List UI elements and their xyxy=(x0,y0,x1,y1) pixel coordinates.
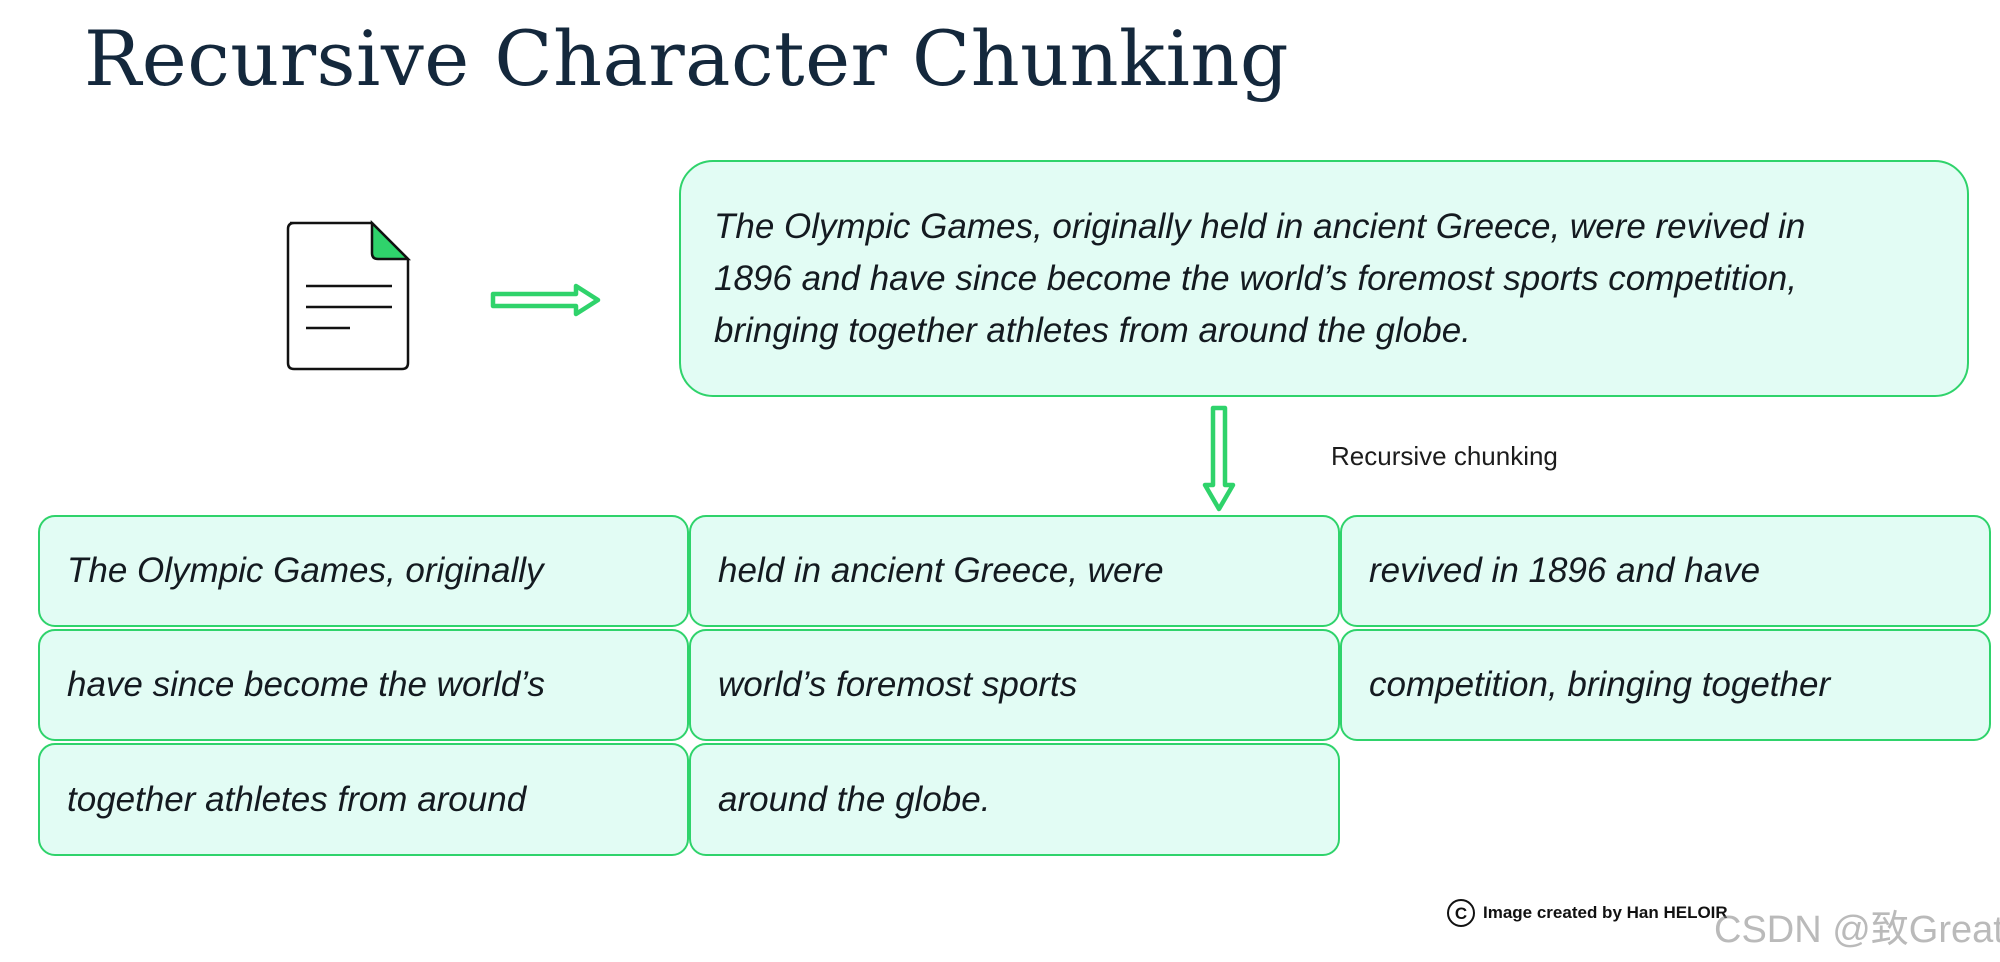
chunk-box: competition, bringing together xyxy=(1340,629,1991,741)
chunk-box: around the globe. xyxy=(689,743,1340,856)
chunk-box: have since become the world’s xyxy=(38,629,689,741)
source-text-line: The Olympic Games, originally held in an… xyxy=(714,207,1806,246)
image-credit: C Image created by Han HELOIR xyxy=(1447,899,1728,927)
source-text-line: bringing together athletes from around t… xyxy=(714,311,1471,350)
chunk-box: world’s foremost sports xyxy=(689,629,1340,741)
source-text-box: The Olympic Games, originally held in an… xyxy=(679,160,1969,397)
chunk-box: together athletes from around xyxy=(38,743,689,856)
arrow-right-icon xyxy=(490,283,601,317)
arrow-down-icon xyxy=(1202,405,1236,512)
page-title: Recursive Character Chunking xyxy=(84,14,1289,103)
chunk-box: The Olympic Games, originally xyxy=(38,515,689,627)
credit-text: Image created by Han HELOIR xyxy=(1483,903,1728,922)
source-text-line: 1896 and have since become the world’s f… xyxy=(714,259,1798,298)
document-icon xyxy=(286,219,412,371)
copyright-icon: C xyxy=(1447,899,1475,927)
process-label: Recursive chunking xyxy=(1331,441,1558,471)
chunk-box: held in ancient Greece, were xyxy=(689,515,1340,627)
watermark: CSDN @致Great xyxy=(1714,909,2000,951)
chunk-box: revived in 1896 and have xyxy=(1340,515,1991,627)
